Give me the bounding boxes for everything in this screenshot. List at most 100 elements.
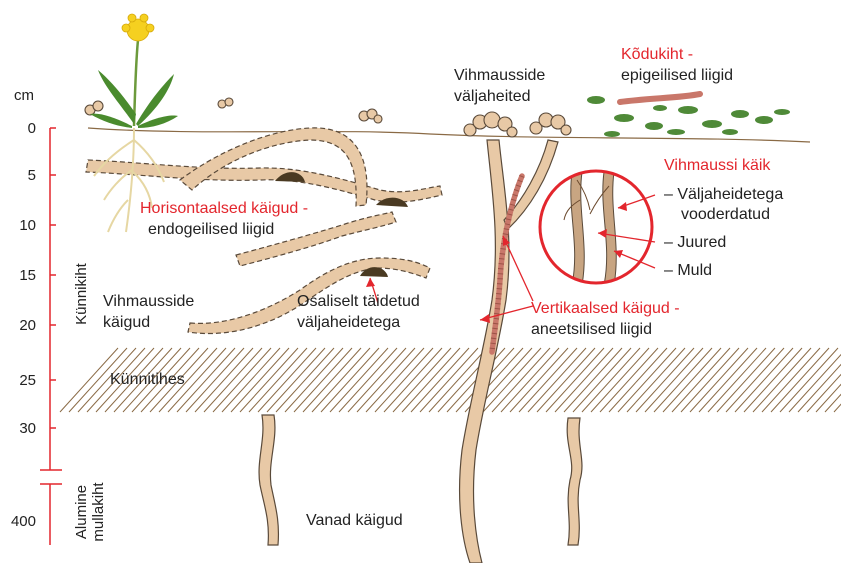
hatch-line	[366, 348, 424, 412]
plough-layer-label: Künnikiht	[73, 262, 90, 325]
hatch-line	[249, 348, 307, 412]
depth-tick-label: 30	[19, 420, 36, 437]
hatch-line	[186, 348, 244, 412]
hatch-line	[267, 348, 325, 412]
hatch-line	[330, 348, 388, 412]
hatch-line	[276, 348, 334, 412]
inset-lined-2: vooderdatud	[681, 206, 770, 223]
hatch-line	[546, 348, 604, 412]
hatch-line	[582, 348, 640, 412]
hatch-line	[609, 348, 667, 412]
hatch-line	[555, 348, 613, 412]
inset-lined-1: – Väljaheidetega	[664, 186, 783, 203]
hatch-line	[510, 348, 568, 412]
hatch-line	[402, 348, 460, 412]
hatch-line	[627, 348, 685, 412]
depth-ticks: 051015202530400	[11, 120, 56, 530]
inset-roots-label: – Juured	[664, 234, 726, 251]
hatch-line	[393, 348, 451, 412]
hatch-line	[204, 348, 262, 412]
hatch-line	[753, 348, 811, 412]
hatch-line	[222, 348, 280, 412]
depth-tick-label: 10	[19, 217, 36, 234]
hatch-line	[501, 348, 559, 412]
hatch-line	[213, 348, 271, 412]
inset-soil-label: – Muld	[664, 262, 712, 279]
hatch-line	[357, 348, 415, 412]
hatch-line	[240, 348, 298, 412]
hatch-line	[645, 348, 703, 412]
hatch-line	[231, 348, 289, 412]
hatch-line	[600, 348, 658, 412]
hatch-line	[735, 348, 793, 412]
vertical-label-1: Vertikaalsed käigud -	[531, 300, 680, 317]
hatch-line	[834, 348, 841, 412]
hatch-line	[618, 348, 676, 412]
hatch-line	[780, 348, 838, 412]
hatch-line	[654, 348, 712, 412]
hatch-line	[744, 348, 802, 412]
burrow-top-left	[86, 160, 442, 202]
soil-surface	[88, 128, 810, 142]
burrow-inset	[540, 171, 652, 285]
horizontal-label-2: endogeilised liigid	[148, 221, 274, 238]
hatch-line	[771, 348, 829, 412]
hatch-line	[672, 348, 730, 412]
hatch-line	[798, 348, 841, 412]
casts-label-2: väljaheited	[454, 88, 531, 105]
vertical-label-2: aneetsilised liigid	[531, 321, 652, 338]
hatch-line	[699, 348, 757, 412]
hatch-line	[375, 348, 433, 412]
hatch-line	[690, 348, 748, 412]
burrow-arch	[180, 128, 367, 206]
hatch-line	[681, 348, 739, 412]
hatch-line	[564, 348, 622, 412]
old-burrow-left	[259, 415, 278, 545]
hatch-line	[411, 348, 469, 412]
depth-tick-label: 25	[19, 372, 36, 389]
hatch-line	[177, 348, 235, 412]
hatch-line	[321, 348, 379, 412]
hatch-line	[519, 348, 577, 412]
lower-layer-label-2: mullakiht	[90, 482, 107, 542]
depth-tick-label: 5	[28, 167, 36, 184]
depth-scale	[40, 128, 62, 545]
partial-label-1: Osaliselt täidetud	[297, 293, 420, 310]
litter-label-1: Kõdukiht -	[621, 46, 693, 63]
hatch-line	[420, 348, 478, 412]
old-burrow-right	[567, 418, 582, 545]
hatch-line	[312, 348, 370, 412]
hatch-line	[636, 348, 694, 412]
lower-layer-label-1: Alumine	[73, 485, 90, 539]
hatch-line	[663, 348, 721, 412]
horizontal-label-1: Horisontaalsed käigud -	[140, 200, 308, 217]
depth-tick-label: 0	[28, 120, 36, 137]
burrows-label-2: käigud	[103, 314, 150, 331]
hatch-line	[762, 348, 820, 412]
hatch-line	[537, 348, 595, 412]
hatch-line	[195, 348, 253, 412]
depth-tick-label: 15	[19, 267, 36, 284]
plough-pan-label: Künnitihes	[110, 371, 185, 388]
hatch-line	[528, 348, 586, 412]
hatch-line	[492, 348, 550, 412]
hatch-line	[708, 348, 766, 412]
hatch-line	[717, 348, 775, 412]
burrows-label-1: Vihmausside	[103, 293, 194, 310]
partial-label-2: väljaheidetega	[297, 314, 400, 331]
hatch-line	[339, 348, 397, 412]
hatch-line	[573, 348, 631, 412]
hatch-line	[348, 348, 406, 412]
hatch-line	[258, 348, 316, 412]
old-burrows-label: Vanad käigud	[306, 512, 403, 529]
hatch-line	[726, 348, 784, 412]
hatch-line	[807, 348, 841, 412]
depth-tick-label: 400	[11, 513, 36, 530]
litter-label-2: epigeilised liigid	[621, 67, 733, 84]
inset-title: Vihmaussi käik	[664, 157, 771, 174]
hatch-line	[303, 348, 361, 412]
worm-litter	[620, 94, 700, 102]
hatch-line	[591, 348, 649, 412]
